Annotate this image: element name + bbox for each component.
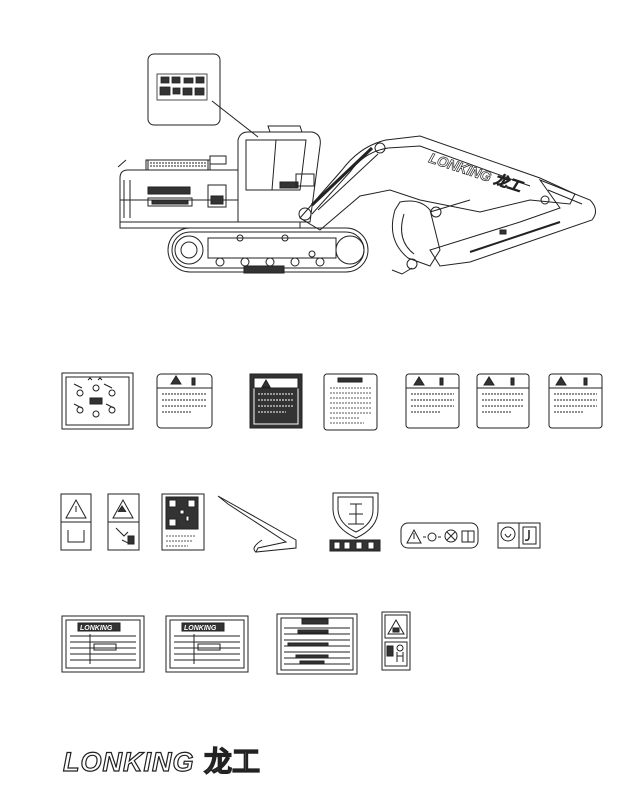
decal-row-1	[61, 372, 603, 431]
decal-row-2	[60, 492, 541, 553]
upper-structure	[117, 125, 321, 229]
warning-decal-4	[476, 373, 530, 429]
boom: LONKING 龙工	[298, 135, 576, 231]
symbol-strip-decal	[400, 522, 479, 549]
shield-emblem-decal	[329, 492, 381, 552]
warning-decal-3	[405, 373, 460, 429]
svg-text:LONKING: LONKING	[80, 625, 113, 632]
warning-triangle-decal	[60, 493, 92, 551]
warning-decal-2-dark	[249, 373, 303, 429]
boom-stripe-decal	[217, 495, 297, 553]
spec-plate	[276, 613, 358, 675]
callout-decal	[156, 73, 208, 101]
nameplate-2: LONKING	[165, 615, 249, 673]
undercarriage	[167, 227, 369, 274]
warning-decal-5	[548, 373, 603, 429]
qr-code-decal	[161, 493, 205, 551]
nameplate-1: LONKING	[61, 615, 145, 673]
warning-decal-1	[156, 373, 213, 429]
decal-row-3: LONKING LONKING	[61, 611, 411, 675]
crush-hazard-decal	[107, 493, 140, 551]
decal-callout-box	[147, 53, 221, 126]
excavator-drawing: LONKING 龙工	[117, 53, 596, 275]
svg-text:LONKING: LONKING	[184, 625, 217, 632]
operator-warning-decal	[381, 611, 411, 671]
arm-and-bucket	[391, 178, 596, 275]
lonking-logo: LONKING 龙工	[62, 744, 260, 778]
logo-cjk: 龙工	[204, 745, 260, 778]
lifting-hook-decal	[497, 522, 541, 549]
text-notice-decal	[323, 373, 378, 431]
control-pattern-decal	[61, 372, 134, 430]
boom-lettering: LONKING 龙工	[427, 150, 526, 196]
logo-latin: LONKING	[63, 747, 195, 777]
